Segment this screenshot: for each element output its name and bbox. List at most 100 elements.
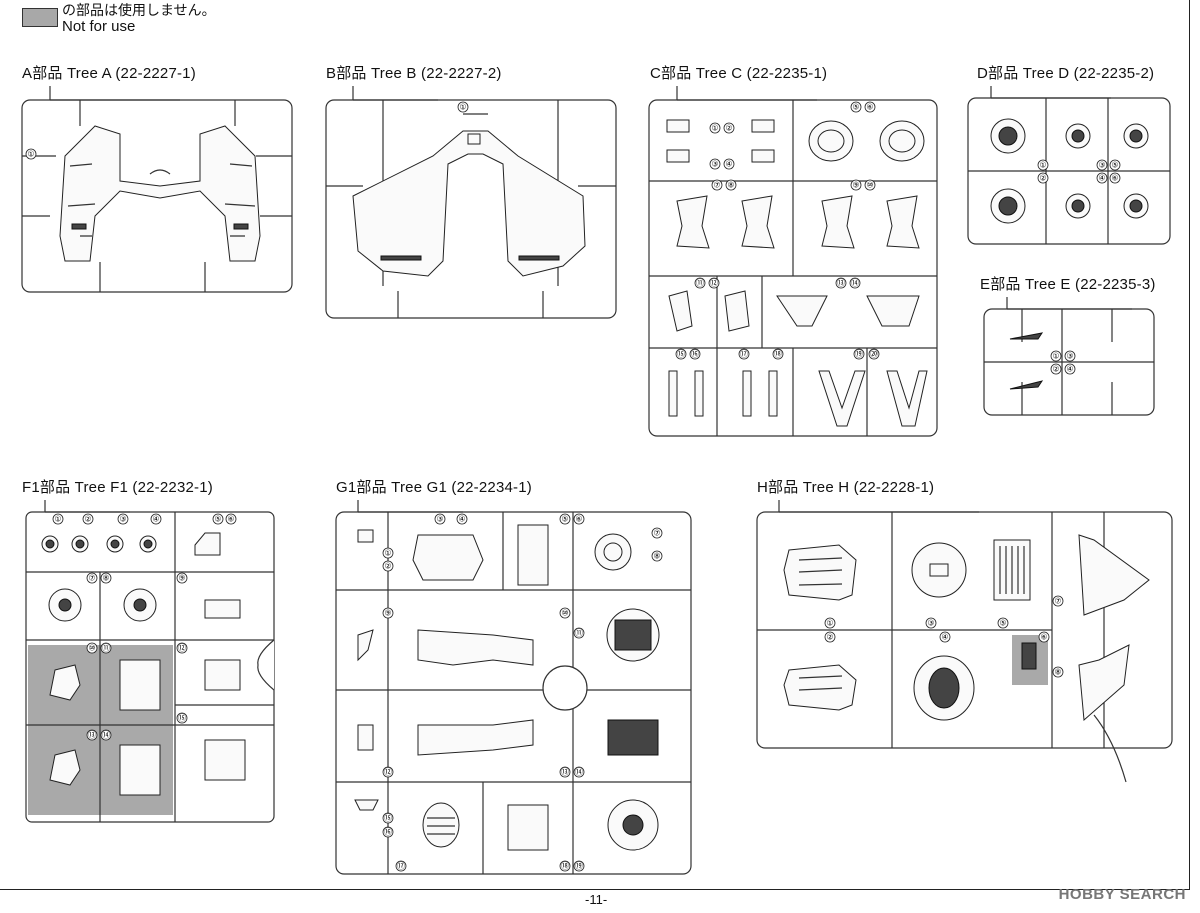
part-number: ⑧ <box>653 552 660 561</box>
tree-e-sprue: ① ② ③ ④ <box>983 297 1155 416</box>
part-number: ② <box>1052 365 1059 374</box>
part-number: ⑨ <box>852 181 859 190</box>
part-number: ② <box>725 124 732 133</box>
part-number: ⑲ <box>575 862 583 871</box>
tree-c-title: C部品 Tree C (22-2235-1) <box>650 65 828 82</box>
part-number: ① <box>1052 352 1059 361</box>
part-number: ⑪ <box>575 629 583 638</box>
part-number: ⑬ <box>88 731 96 740</box>
part-number: ⑩ <box>561 609 568 618</box>
part-number: ② <box>1039 174 1046 183</box>
part-number: ⑤ <box>561 515 568 524</box>
part-number: ⑳ <box>870 350 878 359</box>
part-number: ④ <box>152 515 159 524</box>
tree-a-sprue: ① <box>21 86 293 293</box>
part-number: ⑥ <box>227 515 234 524</box>
part-number: ⑮ <box>677 350 685 359</box>
part-number: ① <box>384 549 391 558</box>
part-number: ⑪ <box>102 644 110 653</box>
part-number: ② <box>84 515 91 524</box>
part-number: ⑦ <box>653 529 660 538</box>
part-number: ⑦ <box>88 574 95 583</box>
part-number-labels: ① ② ③ ④ <box>1050 350 1076 375</box>
part-number: ⑧ <box>1054 668 1061 677</box>
tree-c-sprue: ① ② ③ ④ ⑤ ⑥ ⑦ ⑧ ⑨ ⑩ ⑪ ⑫ ⑬ ⑭ ⑮ ⑯ ⑰ ⑱ ⑲ ⑳ <box>648 86 938 437</box>
part-number: ⑤ <box>214 515 221 524</box>
part-number: ⑧ <box>102 574 109 583</box>
part-number-labels: ① ② ③ ④ ⑤ ⑥ <box>1037 159 1121 184</box>
part-number: ⑨ <box>384 609 391 618</box>
part-number: ⑮ <box>178 714 186 723</box>
part-number-label: ① <box>25 148 37 160</box>
part-number: ⑤ <box>1111 161 1118 170</box>
part-number: ⑯ <box>384 828 392 837</box>
part-number-labels: ① ② ③ ④ ⑤ ⑥ ⑦ ⑧ ⑨ ⑩ ⑪ ⑫ ⑬ ⑭ ⑮ ⑯ ⑰ ⑱ ⑲ <box>382 513 663 872</box>
part-number: ③ <box>1098 161 1105 170</box>
part-number: ⑯ <box>691 350 699 359</box>
part-number: ① <box>54 515 61 524</box>
part-number: ① <box>1039 161 1046 170</box>
part-number: ③ <box>927 619 934 628</box>
part-number: ⑭ <box>851 279 859 288</box>
part-number: ⑲ <box>855 350 863 359</box>
part-number: ④ <box>1098 174 1105 183</box>
page-number: -11- <box>585 892 608 907</box>
part-number: ① <box>711 124 718 133</box>
part-number: ⑦ <box>713 181 720 190</box>
part-number: ⑰ <box>740 350 748 359</box>
part-number: ⑥ <box>1040 633 1047 642</box>
tree-d-title: D部品 Tree D (22-2235-2) <box>977 65 1155 82</box>
part-number: ⑬ <box>837 279 845 288</box>
part-number: ⑱ <box>561 862 569 871</box>
part-number: ① <box>826 619 833 628</box>
part-number: ① <box>459 103 466 112</box>
tree-d-sprue: ① ② ③ ④ ⑤ ⑥ <box>967 86 1171 245</box>
part-number: ⑥ <box>866 103 873 112</box>
legend-english-text: Not for use <box>62 18 136 35</box>
part-number: ③ <box>1066 352 1073 361</box>
part-number: ③ <box>711 160 718 169</box>
part-number-label: ① <box>457 101 469 113</box>
part-number: ③ <box>436 515 443 524</box>
part-number: ⑩ <box>88 644 95 653</box>
part-number-labels: ① ② ③ ④ ⑤ ⑥ ⑦ ⑧ ⑨ ⑩ ⑪ ⑫ ⑬ ⑭ ⑮ ⑯ ⑰ ⑱ ⑲ ⑳ <box>675 101 880 360</box>
tree-a-title: A部品 Tree A (22-2227-1) <box>22 65 196 82</box>
part-number: ⑧ <box>727 181 734 190</box>
part-number-labels: ① ② ③ ④ ⑤ ⑥ ⑦ ⑧ <box>824 595 1064 678</box>
part-number: ⑤ <box>852 103 859 112</box>
part-number: ④ <box>941 633 948 642</box>
part-number: ④ <box>1066 365 1073 374</box>
part-number: ⑰ <box>397 862 405 871</box>
part-number: ⑱ <box>774 350 782 359</box>
tree-g1-title: G1部品 Tree G1 (22-2234-1) <box>336 479 532 496</box>
part-number: ⑫ <box>384 768 392 777</box>
part-number: ⑭ <box>102 731 110 740</box>
part-number: ⑫ <box>710 279 718 288</box>
part-number: ⑨ <box>178 574 185 583</box>
part-number: ⑪ <box>696 279 704 288</box>
part-number: ⑥ <box>575 515 582 524</box>
part-number: ⑮ <box>384 814 392 823</box>
part-number: ② <box>384 562 391 571</box>
page-frame <box>0 0 1190 890</box>
part-number-labels: ① ② ③ ④ ⑤ ⑥ ⑦ ⑧ ⑨ ⑩ ⑪ ⑫ ⑬ ⑭ ⑮ <box>52 513 237 741</box>
part-number: ③ <box>119 515 126 524</box>
tree-h-title: H部品 Tree H (22-2228-1) <box>757 479 935 496</box>
part-number: ⑤ <box>999 619 1006 628</box>
legend-japanese-text: の部品は使用しません。 <box>62 2 216 18</box>
part-number: ④ <box>725 160 732 169</box>
tree-h-sprue: ① ② ③ ④ ⑤ ⑥ ⑦ ⑧ <box>756 500 1173 783</box>
tree-b-title: B部品 Tree B (22-2227-2) <box>326 65 502 82</box>
part-number: ⑬ <box>561 768 569 777</box>
part-number: ① <box>27 150 34 159</box>
watermark: HOBBY SEARCH <box>1058 886 1186 903</box>
tree-e-title: E部品 Tree E (22-2235-3) <box>980 276 1156 293</box>
tree-f1-sprue: ① ② ③ ④ ⑤ ⑥ ⑦ ⑧ ⑨ ⑩ ⑪ ⑫ ⑬ ⑭ ⑮ <box>25 500 275 823</box>
part-number: ⑩ <box>866 181 873 190</box>
tree-g1-sprue: ① ② ③ ④ ⑤ ⑥ ⑦ ⑧ ⑨ ⑩ ⑪ ⑫ ⑬ ⑭ ⑮ ⑯ ⑰ ⑱ ⑲ <box>335 500 692 875</box>
part-number: ⑦ <box>1054 597 1061 606</box>
tree-f1-title: F1部品 Tree F1 (22-2232-1) <box>22 479 213 496</box>
part-number: ⑭ <box>575 768 583 777</box>
not-for-use-swatch <box>22 8 58 27</box>
part-number: ⑥ <box>1111 174 1118 183</box>
